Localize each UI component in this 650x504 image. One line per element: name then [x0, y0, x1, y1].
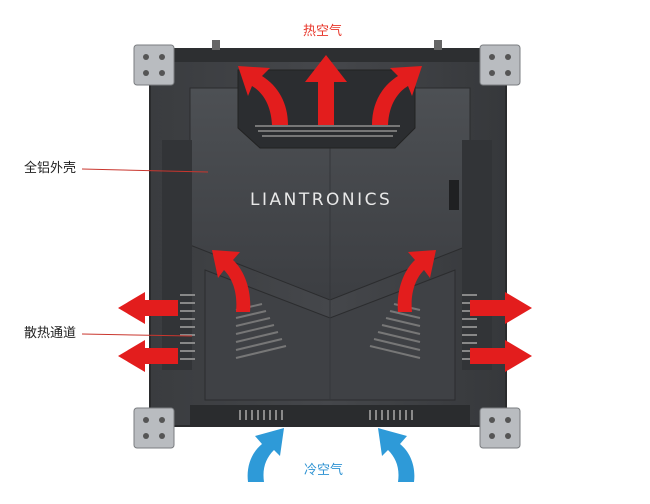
exhaust-arrow-left-top	[118, 292, 178, 324]
internal-arrow-right	[397, 250, 436, 312]
bottom-vent	[239, 410, 413, 420]
hot-air-arrow-up	[305, 55, 347, 125]
cold-air-arrow-right	[378, 428, 415, 482]
cold-air-label: 冷空气	[304, 463, 344, 478]
exhaust-arrow-left-bottom	[118, 340, 178, 372]
hot-air-label: 热空气	[303, 24, 343, 39]
right-inner-vent	[369, 303, 421, 359]
cold-air-arrow-left	[247, 428, 284, 482]
brand-logo: LIANTRONICS	[250, 190, 393, 210]
internal-arrow-left	[212, 250, 251, 312]
led-cabinet	[133, 40, 521, 449]
cold-air-arrows	[247, 428, 415, 482]
exhaust-arrow-right-bottom	[470, 340, 532, 372]
heat-channel-label: 散热通道	[24, 326, 77, 341]
shell-label: 全铝外壳	[24, 161, 77, 176]
hot-air-arrow-left-curve	[238, 66, 288, 125]
channel-leader-line	[81, 333, 193, 337]
hot-air-arrow-right-curve	[372, 66, 422, 125]
left-side-vent	[180, 294, 195, 360]
exhaust-arrow-right-top	[470, 292, 532, 324]
left-inner-vent	[235, 303, 287, 359]
side-exhaust-arrows	[118, 292, 532, 372]
internal-hot-arrows	[212, 250, 436, 312]
shell-leader-line	[81, 168, 209, 173]
hot-air-arrows	[238, 55, 422, 125]
top-vent	[255, 125, 400, 137]
